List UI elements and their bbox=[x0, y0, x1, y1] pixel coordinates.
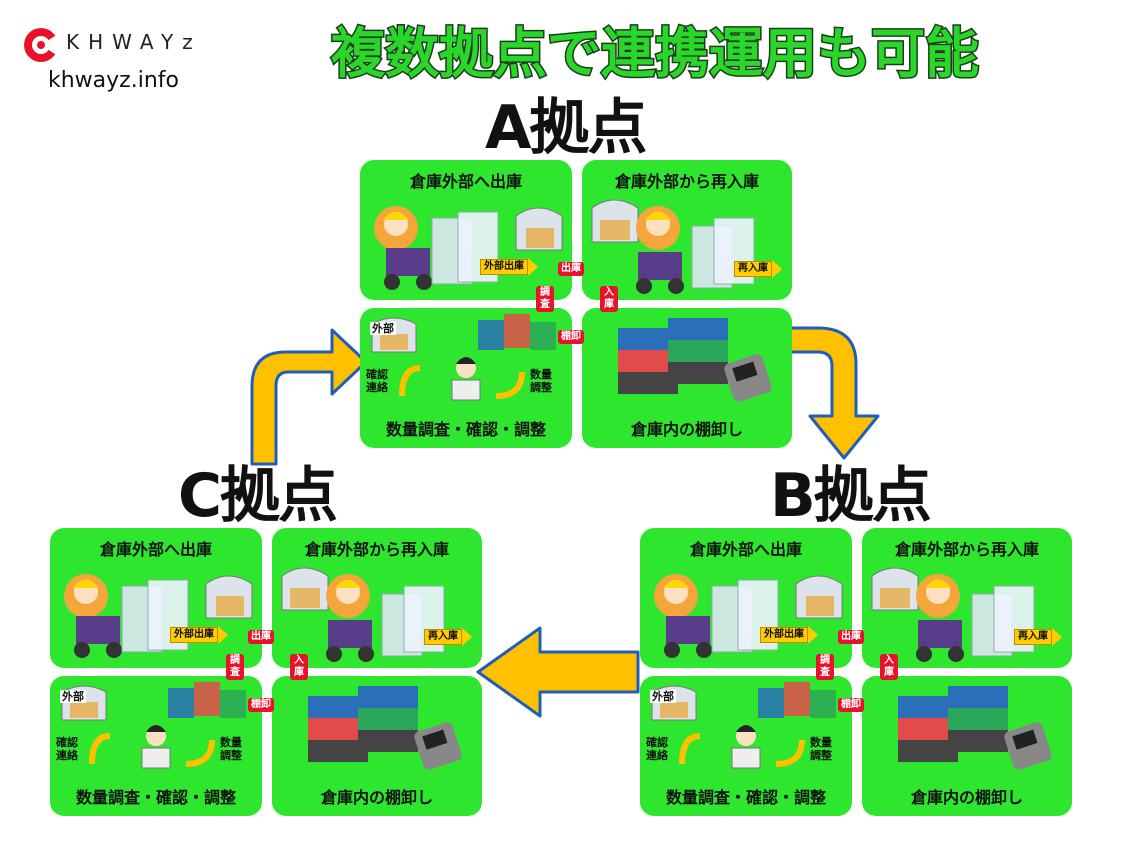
panel-outbound-title: 倉庫外部へ出庫 bbox=[689, 540, 802, 559]
panel-reinbound-title: 倉庫外部から再入庫 bbox=[304, 540, 449, 559]
tag-inbound: 入庫 bbox=[880, 654, 898, 680]
tag-confirm-contact: 確認連絡 bbox=[366, 368, 388, 394]
logo: KHWAYz khwayz.info bbox=[22, 20, 232, 100]
tag-inbound: 入庫 bbox=[600, 286, 618, 312]
site-b: 倉庫外部へ出庫 外部出庫 倉庫外部から再入庫 bbox=[640, 528, 1072, 816]
tag-outbound: 出庫 bbox=[838, 630, 864, 644]
panel-inventory: 倉庫内の棚卸し bbox=[272, 676, 482, 816]
tag-outbound: 出庫 bbox=[248, 630, 274, 644]
tag-reinbound: 再入庫 bbox=[734, 261, 772, 277]
flow-arrow-c-to-a bbox=[240, 316, 370, 466]
tag-qty-adjust: 数量調整 bbox=[220, 736, 242, 762]
panel-inventory-title: 倉庫内の棚卸し bbox=[320, 788, 433, 807]
panel-reinbound: 倉庫外部から再入庫 再入庫 bbox=[862, 528, 1072, 668]
panel-reinbound: 倉庫外部から再入庫 再入庫 bbox=[272, 528, 482, 668]
tag-stocktake: 棚卸 bbox=[558, 330, 584, 344]
panel-reinbound: 倉庫外部から再入庫 再入庫 bbox=[582, 160, 792, 300]
reinbound-worker-icon bbox=[871, 567, 1035, 662]
tag-confirm-contact: 確認連絡 bbox=[646, 736, 668, 762]
brand-name: KHWAYz bbox=[66, 30, 202, 54]
worker-forklift-icon bbox=[64, 574, 253, 658]
panel-outbound: 倉庫外部へ出庫 外部出庫 bbox=[640, 528, 852, 668]
tag-external: 外部 bbox=[650, 690, 676, 703]
tag-stocktake: 棚卸 bbox=[838, 698, 864, 712]
tag-stocktake: 棚卸 bbox=[248, 698, 274, 712]
reinbound-worker-icon bbox=[591, 199, 755, 294]
panel-reinbound-title: 倉庫外部から再入庫 bbox=[614, 172, 759, 191]
panel-outbound: 倉庫外部へ出庫 外部出庫 bbox=[50, 528, 262, 668]
tag-reinbound: 再入庫 bbox=[424, 629, 462, 645]
pallet-scanner-icon bbox=[308, 686, 462, 770]
office-worker-icon bbox=[651, 682, 836, 769]
tag-outbound: 出庫 bbox=[558, 262, 584, 276]
panel-adjust: 数量調査・確認・調整 外部 確認連絡 数量調整 bbox=[640, 676, 852, 816]
khwayz-logo-icon bbox=[22, 26, 60, 64]
panel-adjust-title: 数量調査・確認・調整 bbox=[75, 788, 236, 807]
panel-adjust: 数量調査・確認・調整 外部 確認連絡 数量調整 bbox=[360, 308, 572, 448]
tag-external-out: 外部出庫 bbox=[480, 259, 528, 275]
worker-forklift-icon bbox=[654, 574, 843, 658]
tag-external: 外部 bbox=[370, 322, 396, 335]
tag-external-out: 外部出庫 bbox=[170, 627, 218, 643]
flow-arrow-a-to-b bbox=[748, 318, 888, 463]
tag-external: 外部 bbox=[60, 690, 86, 703]
panel-inventory: 倉庫内の棚卸し bbox=[862, 676, 1072, 816]
flow-arrow-b-to-c bbox=[474, 622, 640, 722]
pallet-scanner-icon bbox=[898, 686, 1052, 770]
tag-reinbound: 再入庫 bbox=[1014, 629, 1052, 645]
panel-inventory-title: 倉庫内の棚卸し bbox=[910, 788, 1023, 807]
page-title: 複数拠点で連携運用も可能 bbox=[305, 18, 1005, 88]
panel-inventory: 倉庫内の棚卸し bbox=[582, 308, 792, 448]
tag-survey: 調査 bbox=[536, 286, 554, 312]
tag-inbound: 入庫 bbox=[290, 654, 308, 680]
tag-survey: 調査 bbox=[816, 654, 834, 680]
panel-outbound: 倉庫外部へ出庫 外部出庫 bbox=[360, 160, 572, 300]
pallet-scanner-icon bbox=[618, 318, 772, 402]
tag-qty-adjust: 数量調整 bbox=[530, 368, 552, 394]
panel-adjust-title: 数量調査・確認・調整 bbox=[665, 788, 826, 807]
tag-qty-adjust: 数量調整 bbox=[810, 736, 832, 762]
site-c: 倉庫外部へ出庫 外部出庫 倉庫外部から再入庫 bbox=[50, 528, 482, 816]
panel-inventory-title: 倉庫内の棚卸し bbox=[630, 420, 743, 439]
site-b-label: B拠点 bbox=[770, 461, 932, 531]
panel-outbound-title: 倉庫外部へ出庫 bbox=[99, 540, 212, 559]
brand-url: khwayz.info bbox=[48, 68, 179, 93]
worker-forklift-icon bbox=[374, 206, 563, 290]
panel-adjust-title: 数量調査・確認・調整 bbox=[385, 420, 546, 439]
site-a-label: A拠点 bbox=[485, 93, 647, 163]
panel-reinbound-title: 倉庫外部から再入庫 bbox=[894, 540, 1039, 559]
page-title-text: 複数拠点で連携運用も可能 bbox=[331, 22, 979, 85]
panel-outbound-title: 倉庫外部へ出庫 bbox=[409, 172, 522, 191]
panel-adjust: 数量調査・確認・調整 外部 確認連絡 数量調整 bbox=[50, 676, 262, 816]
tag-confirm-contact: 確認連絡 bbox=[56, 736, 78, 762]
site-a: 倉庫外部へ出庫 外部出庫 倉庫外部から再入庫 bbox=[360, 160, 792, 448]
reinbound-worker-icon bbox=[281, 567, 445, 662]
tag-survey: 調査 bbox=[226, 654, 244, 680]
site-c-label: C拠点 bbox=[178, 461, 338, 531]
tag-external-out: 外部出庫 bbox=[760, 627, 808, 643]
